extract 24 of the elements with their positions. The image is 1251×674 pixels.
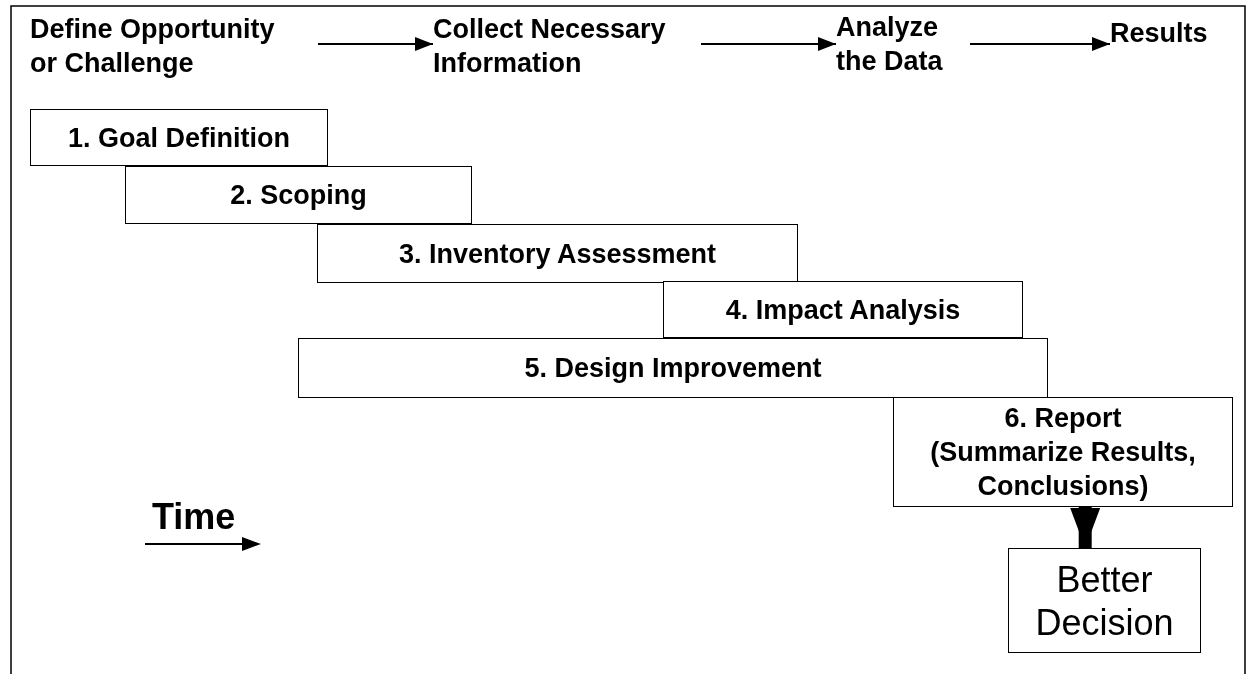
step-label: Collect Necessary Information <box>433 12 701 84</box>
box-text: 3. Inventory Assessment <box>398 237 717 271</box>
step-label: Analyze the Data <box>836 10 970 82</box>
process-box <box>1008 548 1201 653</box>
process-box <box>893 397 1233 507</box>
box-text: 5. Design Improvement <box>524 352 822 385</box>
box-text: 6. Report <box>1004 402 1122 435</box>
box-text: (Summarize Results, Conclusions) <box>929 436 1197 503</box>
step-label: Define Opportunity or Challenge <box>30 12 318 84</box>
process-box <box>663 281 1023 338</box>
box-text: 4. Impact Analysis <box>725 293 961 327</box>
process-box <box>298 338 1048 398</box>
box-text: Better Decision <box>1034 557 1175 644</box>
box-text: 1. Goal Definition <box>68 121 290 155</box>
arrow <box>317 37 434 51</box>
time-label: Time <box>152 496 236 538</box>
arrow <box>700 37 837 51</box>
box-text: 2. Scoping <box>230 179 367 212</box>
process-box <box>317 224 798 283</box>
arrow <box>969 37 1111 51</box>
step-label: Results <box>1110 16 1220 52</box>
process-box <box>30 109 328 166</box>
thick-arrow <box>1070 507 1101 548</box>
process-box <box>125 166 472 224</box>
